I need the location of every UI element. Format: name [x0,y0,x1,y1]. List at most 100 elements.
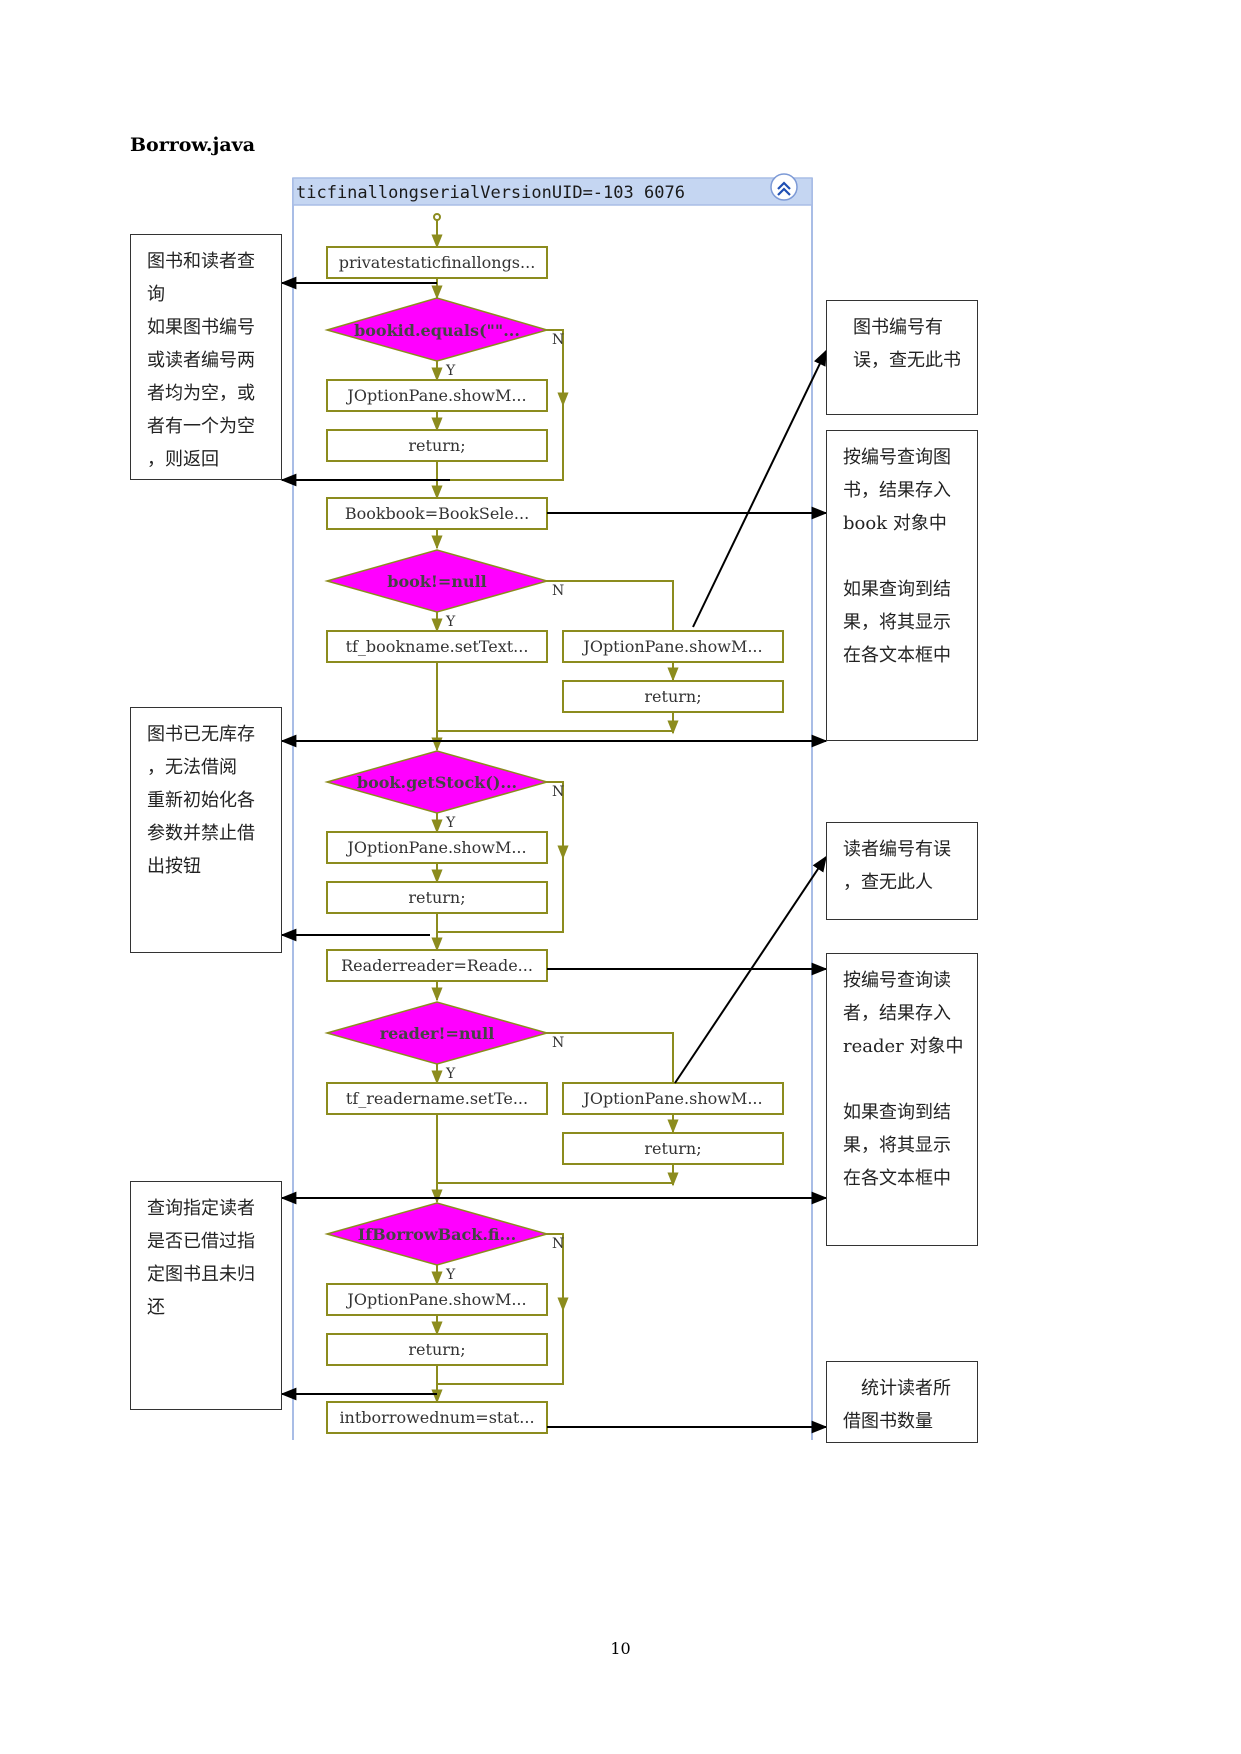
page-number: 10 [610,1639,631,1658]
note-line: 误，查无此书 [853,350,961,371]
process-label: privatestaticfinallongs... [339,253,536,272]
process-steps: privatestaticfinallongs... JOptionPane.s… [326,246,784,1434]
process-box[interactable]: return; [326,881,548,914]
process-label: Readerreader=Reade... [341,956,533,975]
process-label: return; [408,436,465,455]
note-line: 出按钮 [147,856,201,877]
note-line: 参数并禁止借 [147,823,255,844]
branch-labels: Y N Y N Y N Y N Y N [445,332,564,1283]
note-line: 询 [147,284,165,305]
note-line: ，查无此人 [843,872,933,893]
note-line [843,1063,963,1096]
double-chevron-up-icon[interactable] [770,173,798,201]
process-label: return; [408,888,465,907]
process-label: Bookbook=BookSele... [345,504,529,523]
no-label: N [552,583,564,599]
process-box[interactable]: return; [562,680,784,713]
note-line: 按编号查询读 [843,970,951,991]
decision-diamond[interactable]: book!=null [324,549,550,613]
process-box[interactable]: privatestaticfinallongs... [326,246,548,279]
decision-label: book.getStock()... [357,773,517,792]
annotation-note: 统计读者所 借图书数量 [826,1361,978,1443]
decision-steps: bookid.equals(""... book!=null book.getS… [324,297,550,1266]
annotation-note: 按编号查询图 书，结果存入 book 对象中 如果查询到结 果，将其显示 在各文… [826,430,978,741]
process-box[interactable]: JOptionPane.showM... [326,831,548,864]
annotation-note: 查询指定读者 是否已借过指 定图书且未归 还 [130,1181,282,1410]
process-label: JOptionPane.showM... [581,1089,762,1108]
process-box[interactable]: JOptionPane.showM... [326,1283,548,1316]
note-line: 借图书数量 [843,1411,933,1432]
process-box[interactable]: JOptionPane.showM... [562,630,784,663]
note-line: 如果查询到结 [843,579,951,600]
note-line: 还 [147,1297,165,1318]
page-title: Borrow.java [130,134,256,156]
process-box[interactable]: tf_readername.setTe... [326,1082,548,1115]
process-box[interactable]: tf_bookname.setText... [326,630,548,663]
yes-label: Y [445,1267,456,1283]
decision-label: reader!=null [380,1024,495,1043]
note-line: book 对象中 [843,513,947,534]
process-label: JOptionPane.showM... [345,386,526,405]
note-line: 果，将其显示 [843,612,951,633]
note-line: 重新初始化各 [147,790,255,811]
note-line: 在各文本框中 [843,645,951,666]
flowchart-frame [292,178,813,1440]
note-line: 如果查询到结 [843,1102,951,1123]
process-label: tf_readername.setTe... [346,1089,528,1108]
process-label: return; [644,687,701,706]
process-label: JOptionPane.showM... [345,1290,526,1309]
process-label: tf_bookname.setText... [346,637,529,656]
process-label: return; [644,1139,701,1158]
process-label: return; [408,1340,465,1359]
note-line: 图书和读者查 [147,251,255,272]
annotation-note: 图书编号有 误，查无此书 [826,300,978,415]
note-line: reader 对象中 [843,1036,964,1057]
no-label: N [552,332,564,348]
yes-label: Y [445,363,456,379]
decision-diamond[interactable]: reader!=null [324,1001,550,1065]
note-line: 图书已无库存 [147,724,255,745]
decision-diamond[interactable]: IfBorrowBack.fi... [324,1202,550,1266]
header-text: ticfinallongserialVersionUID=-103 6076 [296,183,685,203]
no-label: N [552,1236,564,1252]
process-box[interactable]: return; [326,1333,548,1366]
annotation-note: 按编号查询读 者，结果存入 reader 对象中 如果查询到结 果，将其显示 在… [826,953,978,1246]
no-label: N [552,784,564,800]
yes-label: Y [445,815,456,831]
process-box[interactable]: JOptionPane.showM... [562,1082,784,1115]
yes-label: Y [445,614,456,630]
note-line: 按编号查询图 [843,447,951,468]
yes-label: Y [445,1066,456,1082]
note-line: 如果图书编号 [147,317,255,338]
decision-diamond[interactable]: book.getStock()... [324,750,550,814]
annotation-note: 图书和读者查 询 如果图书编号 或读者编号两 者均为空，或 者有一个为空 ，则返… [130,234,282,480]
note-line: 定图书且未归 [147,1264,255,1285]
annotation-arrows [280,276,828,1434]
decision-diamond[interactable]: bookid.equals(""... [324,297,550,362]
note-line: 者有一个为空 [147,416,255,437]
process-box[interactable]: return; [326,429,548,462]
process-box[interactable]: JOptionPane.showM... [326,379,548,412]
note-line: 统计读者所 [861,1378,951,1399]
process-box[interactable]: intborrowednum=stat... [326,1401,548,1434]
note-line: 书，结果存入 [843,480,951,501]
process-label: JOptionPane.showM... [345,838,526,857]
process-box[interactable]: return; [562,1132,784,1165]
annotation-note: 读者编号有误 ，查无此人 [826,822,978,920]
note-line: 是否已借过指 [147,1231,255,1252]
process-box[interactable]: Readerreader=Reade... [326,949,548,982]
decision-label: bookid.equals(""... [354,321,520,340]
note-line: 图书编号有 [853,317,943,338]
process-label: JOptionPane.showM... [581,637,762,656]
decision-label: book!=null [387,572,486,591]
note-line: ，无法借阅 [147,757,237,778]
annotation-note: 图书已无库存 ，无法借阅 重新初始化各 参数并禁止借 出按钮 [130,707,282,953]
note-line: 者均为空，或 [147,383,255,404]
process-box[interactable]: Bookbook=BookSele... [326,497,548,530]
process-label: intborrowednum=stat... [339,1408,534,1427]
flowchart-header[interactable]: ticfinallongserialVersionUID=-103 6076 [292,173,813,206]
note-line [843,540,963,573]
note-line: 者，结果存入 [843,1003,951,1024]
note-line: 果，将其显示 [843,1135,951,1156]
